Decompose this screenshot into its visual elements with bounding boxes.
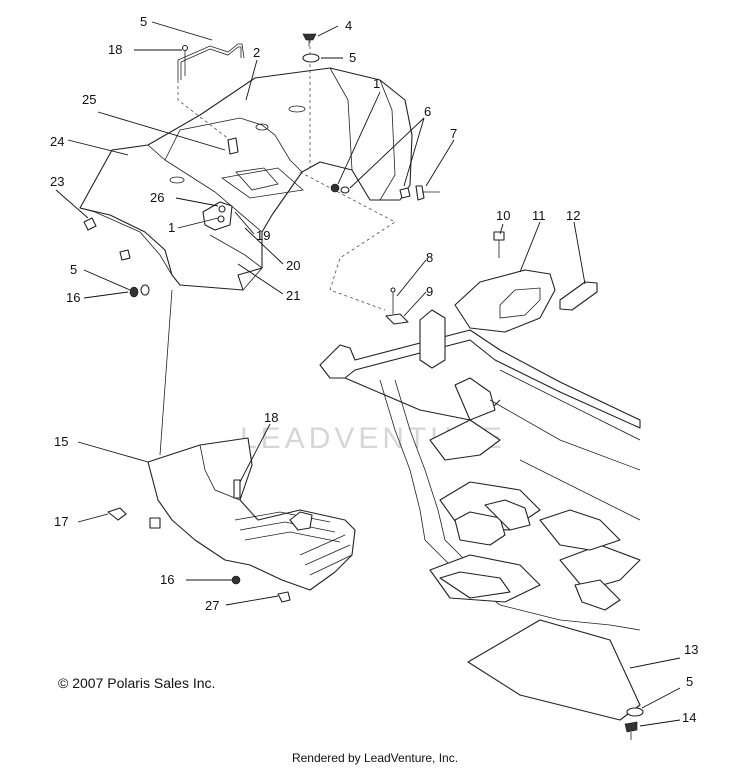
callout-1-mid: 1 <box>168 220 175 235</box>
callout-27: 27 <box>205 598 219 613</box>
rivet-14 <box>624 721 638 740</box>
callout-5-top: 5 <box>349 50 356 65</box>
callout-6: 6 <box>424 104 431 119</box>
callout-13: 13 <box>684 642 698 657</box>
callout-24: 24 <box>50 134 64 149</box>
callout-3: 5 <box>140 14 147 29</box>
footer-text: Rendered by LeadVenture, Inc. <box>291 751 459 765</box>
callout-16-mid: 16 <box>66 290 80 305</box>
callout-25: 25 <box>82 92 96 107</box>
callout-23: 23 <box>50 174 64 189</box>
callout-15: 15 <box>54 434 68 449</box>
rack-bracket <box>177 43 245 80</box>
rivet-4 <box>302 33 317 46</box>
callout-7: 7 <box>450 126 457 141</box>
callout-17: 17 <box>54 514 68 529</box>
callout-4: 4 <box>345 18 352 33</box>
copyright-text: © 2007 Polaris Sales Inc. <box>58 675 216 691</box>
callout-10: 10 <box>496 208 510 223</box>
callout-16-low: 16 <box>160 572 174 587</box>
pad-10-11-12 <box>454 231 598 333</box>
callout-12: 12 <box>566 208 580 223</box>
side-fasteners <box>83 217 150 298</box>
callout-1-top: 1 <box>373 76 380 91</box>
bolt-8-clip-9 <box>385 287 409 325</box>
callout-9: 9 <box>426 284 433 299</box>
callouts: 5 18 2 4 5 1 25 6 7 24 23 26 1 19 20 21 … <box>50 14 698 725</box>
callout-5-low: 5 <box>686 674 693 689</box>
rear-fender <box>79 67 413 291</box>
callout-8: 8 <box>426 250 433 265</box>
washer-5-bottom <box>626 707 644 717</box>
footwell <box>107 437 356 603</box>
callout-2: 2 <box>253 45 260 60</box>
frame <box>319 309 641 631</box>
leader-lines <box>55 21 681 727</box>
fasteners-6-7 <box>330 183 440 201</box>
callout-19: 19 <box>256 228 270 243</box>
callout-22: 18 <box>108 42 122 57</box>
skid-plate-13 <box>467 619 641 721</box>
washer-5-top <box>302 53 320 63</box>
callout-5-mid: 5 <box>70 262 77 277</box>
callout-26: 26 <box>150 190 164 205</box>
bolt-22 <box>181 44 189 76</box>
callout-14: 14 <box>682 710 696 725</box>
callout-11: 11 <box>532 208 546 223</box>
callout-20: 20 <box>286 258 300 273</box>
callout-21: 21 <box>286 288 300 303</box>
callout-18: 18 <box>264 410 278 425</box>
